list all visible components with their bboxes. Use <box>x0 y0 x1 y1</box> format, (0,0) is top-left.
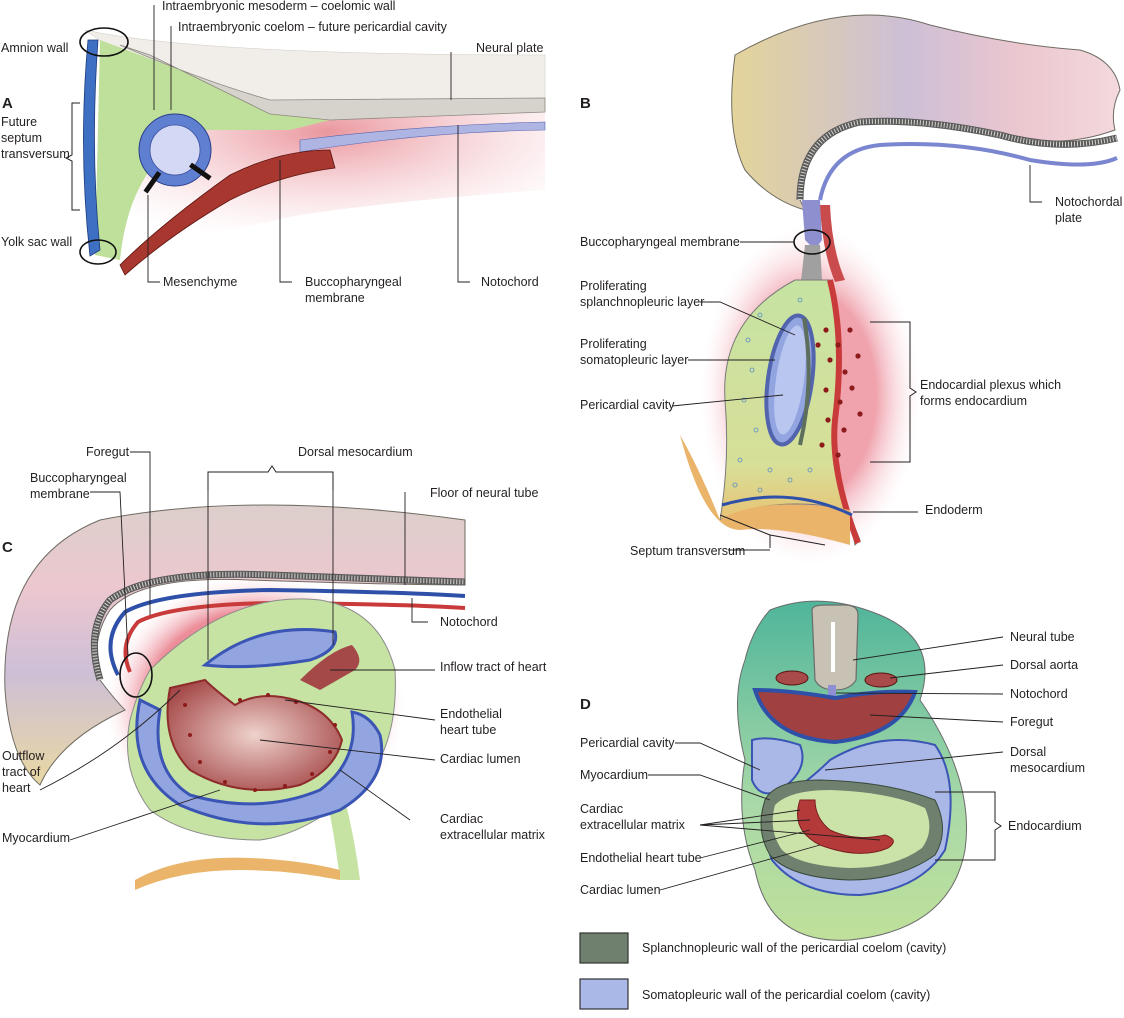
label-amnion-wall: Amnion wall <box>1 41 68 55</box>
panel-c-matrix-dots <box>183 693 337 792</box>
label-outflow-1: Outflow <box>2 749 45 763</box>
panel-a-callouts <box>64 5 470 283</box>
label-outflow-3: heart <box>2 781 31 795</box>
label-cardiac-ecm-d-2: extracellular matrix <box>580 818 686 832</box>
label-cardiac-lumen-c: Cardiac lumen <box>440 752 521 766</box>
label-notochordal-plate-2: plate <box>1055 211 1082 225</box>
label-endothelial-c-1: Endothelial <box>440 707 502 721</box>
label-foregut-c: Foregut <box>86 445 130 459</box>
panel-b-illustration <box>680 14 1121 565</box>
label-prolif-somato-2: somatopleuric layer <box>580 353 688 367</box>
label-buccopharyngeal-a-1: Buccopharyngeal <box>305 275 402 289</box>
label-buccopharyngeal-a-2: membrane <box>305 291 365 305</box>
panel-b-callouts <box>671 165 1042 551</box>
label-floor-neural-tube: Floor of neural tube <box>430 486 538 500</box>
panel-b-plexus-dots <box>732 297 863 493</box>
legend-label-somatopleuric: Somatopleuric wall of the pericardial co… <box>642 988 930 1002</box>
panel-c-labels: C Foregut Dorsal mesocardium Buccopharyn… <box>2 445 547 845</box>
panel-d-illustration <box>737 600 968 941</box>
label-cardiac-ecm-d-1: Cardiac <box>580 802 623 816</box>
panel-b-letter: B <box>580 95 591 112</box>
panel-b-labels: B Notochordal plate Buccopharyngeal memb… <box>580 95 1122 558</box>
panel-a-labels: A Amnion wall Intraembryonic mesoderm – … <box>1 0 543 305</box>
label-neural-tube: Neural tube <box>1010 630 1075 644</box>
label-endoderm: Endoderm <box>925 503 983 517</box>
label-myocardium-c: Myocardium <box>2 831 70 845</box>
label-prolif-splanch-2: splanchnopleuric layer <box>580 295 704 309</box>
label-prolif-splanch-1: Proliferating <box>580 279 647 293</box>
panel-a-letter: A <box>2 95 13 112</box>
label-dorsal-mesocardium-d-1: Dorsal <box>1010 745 1046 759</box>
label-notochord-c: Notochord <box>440 615 498 629</box>
label-notochord-d: Notochord <box>1010 687 1068 701</box>
label-pericardial-cavity-b: Pericardial cavity <box>580 398 675 412</box>
label-future-septum-2: septum <box>1 131 42 145</box>
label-endothelial-d: Endothelial heart tube <box>580 851 702 865</box>
panel-c-callouts <box>39 451 436 841</box>
label-cardiac-lumen-d: Cardiac lumen <box>580 883 661 897</box>
label-dorsal-mesocardium-d-2: mesocardium <box>1010 761 1085 775</box>
panel-a-illustration <box>83 29 546 276</box>
legend-swatch-splanchnopleuric <box>579 932 629 964</box>
label-mesenchyme: Mesenchyme <box>163 275 237 289</box>
label-notochordal-plate-1: Notochordal <box>1055 195 1122 209</box>
panel-c-illustration <box>4 504 466 890</box>
label-cardiac-ecm-c-2: extracellular matrix <box>440 828 546 842</box>
label-outflow-2: tract of <box>2 765 41 779</box>
label-buccopharyngeal-b: Buccopharyngeal membrane <box>580 235 740 249</box>
legend-swatch-somatopleuric <box>579 978 629 1010</box>
label-buccopharyngeal-c-1: Buccopharyngeal <box>30 471 127 485</box>
label-myocardium-d: Myocardium <box>580 768 648 782</box>
label-endothelial-c-2: heart tube <box>440 723 496 737</box>
label-yolk-sac-wall: Yolk sac wall <box>1 235 72 249</box>
legend: Splanchnopleuric wall of the pericardial… <box>579 932 946 1010</box>
label-pericardial-cavity-d: Pericardial cavity <box>580 736 675 750</box>
label-cardiac-ecm-c-1: Cardiac <box>440 812 483 826</box>
label-buccopharyngeal-c-2: membrane <box>30 487 90 501</box>
panel-d-labels: D Neural tube Dorsal aorta Notochord For… <box>580 630 1085 897</box>
label-intraembryonic-coelom: Intraembryonic coelom – future pericardi… <box>178 20 448 34</box>
label-inflow-tract: Inflow tract of heart <box>440 660 547 674</box>
label-foregut-d: Foregut <box>1010 715 1054 729</box>
label-intraembryonic-mesoderm: Intraembryonic mesoderm – coelomic wall <box>162 0 395 13</box>
label-endocardial-plexus-2: forms endocardium <box>920 394 1027 408</box>
label-dorsal-aorta: Dorsal aorta <box>1010 658 1078 672</box>
label-dorsal-mesocardium-c: Dorsal mesocardium <box>298 445 413 459</box>
panel-c-letter: C <box>2 539 13 556</box>
label-notochord-a: Notochord <box>481 275 539 289</box>
label-septum-transversum: Septum transversum <box>630 544 745 558</box>
label-future-septum-1: Future <box>1 115 37 129</box>
label-endocardium: Endocardium <box>1008 819 1082 833</box>
label-endocardial-plexus-1: Endocardial plexus which <box>920 378 1061 392</box>
legend-label-splanchnopleuric: Splanchnopleuric wall of the pericardial… <box>642 941 946 955</box>
label-prolif-somato-1: Proliferating <box>580 337 647 351</box>
panel-d-letter: D <box>580 696 591 713</box>
label-future-septum-3: transversum <box>1 147 70 161</box>
panel-d-callouts <box>648 636 1004 891</box>
label-neural-plate: Neural plate <box>476 41 543 55</box>
